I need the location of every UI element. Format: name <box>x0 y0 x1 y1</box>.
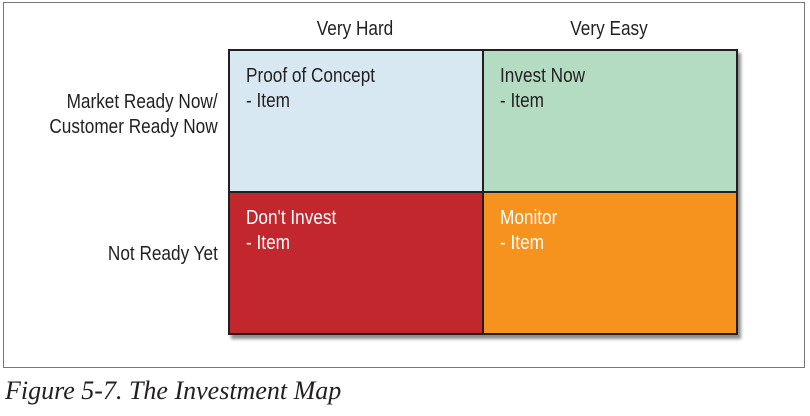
quadrant-item: - Item <box>500 232 544 254</box>
quadrant-label: Don't Invest <box>246 207 337 229</box>
quadrant-label: Invest Now <box>500 65 586 87</box>
quadrant-monitor: Monitor - Item <box>482 191 738 335</box>
figure-caption: Figure 5-7. The Investment Map <box>5 376 342 405</box>
quadrant-item: - Item <box>500 90 544 112</box>
column-header-very-hard: Very Hard <box>316 18 394 40</box>
quadrant-item: - Item <box>246 232 290 254</box>
quadrant-proof-of-concept: Proof of Concept - Item <box>228 49 484 193</box>
row-header-market-ready-line-1: Market Ready Now/ <box>66 91 218 113</box>
row-header-not-ready: Not Ready Yet <box>108 243 218 265</box>
quadrant-item: - Item <box>246 90 290 112</box>
column-header-very-easy: Very Easy <box>570 18 648 40</box>
quadrant-label: Monitor <box>500 207 558 229</box>
quadrant-dont-invest: Don't Invest - Item <box>228 191 484 335</box>
row-header-market-ready-line-2: Customer Ready Now <box>49 116 218 138</box>
quadrant-label: Proof of Concept <box>246 65 376 87</box>
investment-matrix: Proof of Concept - Item Invest Now - Ite… <box>228 49 738 335</box>
quadrant-invest-now: Invest Now - Item <box>482 49 738 193</box>
row-header-market-ready: Market Ready Now/ Customer Ready Now <box>50 90 218 140</box>
